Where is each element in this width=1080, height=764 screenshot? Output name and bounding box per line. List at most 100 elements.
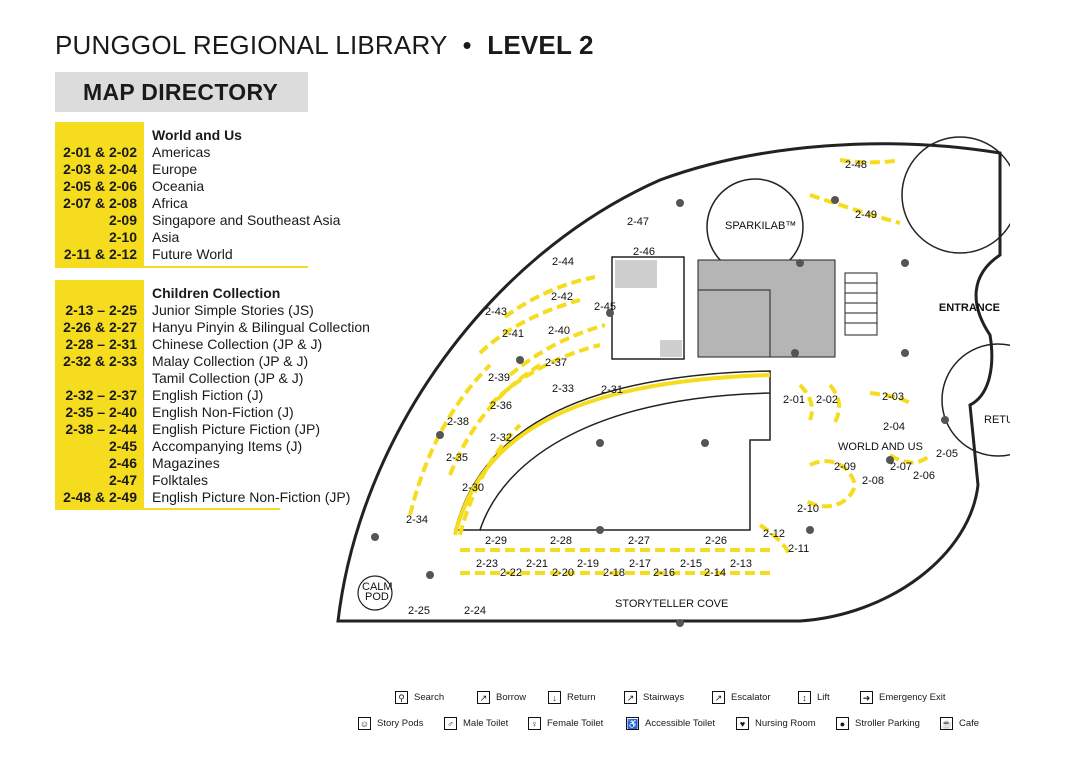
children-heading: Children Collection: [152, 285, 281, 301]
calm-label-2: POD: [365, 591, 389, 603]
shelf-label: 2-09: [834, 461, 856, 473]
emergency-exit-icon: ➜: [860, 690, 873, 704]
calm-label-1: CALM: [362, 581, 393, 593]
legend-borrow: ↗Borrow: [477, 690, 526, 706]
shelf-label: 2-42: [551, 291, 573, 303]
shelf-label: 2-38: [447, 416, 469, 428]
legend-stairways: ↗Stairways: [624, 690, 684, 706]
stairways-icon: ↗: [624, 690, 637, 704]
world-underline: [55, 266, 308, 268]
shelf-label: 2-02: [816, 394, 838, 406]
shelf-label: 2-35: [446, 452, 468, 464]
children-yellow-bar: [55, 280, 144, 510]
female-toilet-icon: ♀: [528, 716, 541, 730]
directory-header: MAP DIRECTORY: [55, 72, 308, 112]
shelf-label: 2-23: [476, 558, 498, 570]
shelf-label: 2-05: [936, 448, 958, 460]
escalator-icon: ↗: [712, 690, 725, 704]
shelf-label: 2-43: [485, 306, 507, 318]
yellow-arc: [453, 373, 771, 536]
shelf-label: 2-12: [763, 528, 785, 540]
shelf-label: 2-21: [526, 558, 548, 570]
legend-story-pods: ☺Story Pods: [358, 716, 424, 730]
story-pods-icon: ☺: [358, 716, 371, 730]
shelf-label: 2-04: [883, 421, 905, 433]
shelf-label: 2-19: [577, 558, 599, 570]
shelf-label: 2-28: [550, 535, 572, 547]
shelf-label: 2-17: [629, 558, 651, 570]
return-icon: ↓: [548, 690, 561, 704]
shelf-label: 2-45: [594, 301, 616, 313]
directory-title: MAP DIRECTORY: [83, 79, 279, 105]
world-yellow-bar: [55, 122, 144, 268]
toilet-grey-a: [615, 260, 657, 288]
legend-search: ⚲Search: [395, 690, 444, 706]
lift-icon: ↕: [798, 690, 811, 704]
floor-map: CALM POD SPARKILAB™ ENTRANCE RETURN WORL…: [330, 135, 1055, 635]
inner-room: [480, 393, 771, 531]
shelf-label: 2-36: [490, 400, 512, 412]
shelf-label: 2-44: [552, 256, 574, 268]
legend-cafe: ☕Cafe: [940, 716, 980, 730]
shelf-label: 2-30: [462, 482, 484, 494]
entrance-label: ENTRANCE: [939, 302, 1000, 314]
legend-male: ♂Male Toilet: [444, 716, 508, 732]
shelf-label: 2-31: [601, 384, 623, 396]
legend-emergency: ➜Emergency Exit: [860, 690, 946, 706]
borrow-icon: ↗: [477, 690, 490, 704]
children-underline: [55, 508, 280, 510]
calm-pod: [357, 575, 393, 611]
stroller-icon: ●: [836, 716, 849, 730]
legend: ⚲Search ↗Borrow ↓Return ↗Stairways ↗Esca…: [358, 690, 1030, 740]
toilet-grey-b: [660, 340, 682, 357]
legend-lift: ↕Lift: [798, 690, 830, 706]
columns: [371, 196, 949, 627]
shelf-label: 2-25: [408, 605, 430, 617]
shelf-label: 2-26: [705, 535, 727, 547]
shelf-label: 2-16: [653, 567, 675, 579]
shelf-label: 2-10: [797, 503, 819, 515]
shelf-label: 2-24: [464, 605, 486, 617]
sparkilab-label: SPARKILAB™: [725, 220, 796, 232]
core-lower: [697, 289, 771, 358]
shelf-label: 2-03: [882, 391, 904, 403]
shelf-label: 2-46: [633, 246, 655, 258]
legend-return: ↓Return: [548, 690, 596, 706]
world-heading: World and Us: [152, 127, 242, 143]
shelf-label: 2-14: [704, 567, 726, 579]
escalator-hatch: [844, 272, 878, 336]
shelf-label: 2-39: [488, 372, 510, 384]
legend-accessible: ♿Accessible Toilet: [626, 716, 716, 730]
shelf-label: 2-22: [500, 567, 522, 579]
library-name: PUNGGOL REGIONAL LIBRARY: [55, 30, 448, 60]
shelf-label: 2-13: [730, 558, 752, 570]
shelf-label: 2-07: [890, 461, 912, 473]
title-separator: •: [462, 30, 472, 60]
level-name: LEVEL 2: [487, 30, 594, 60]
shelf-label: 2-01: [783, 394, 805, 406]
shelf-label: 2-29: [485, 535, 507, 547]
cafe-area: [901, 136, 1019, 254]
return-label: RETURN: [984, 414, 1010, 426]
shelf-label: 2-32: [490, 432, 512, 444]
